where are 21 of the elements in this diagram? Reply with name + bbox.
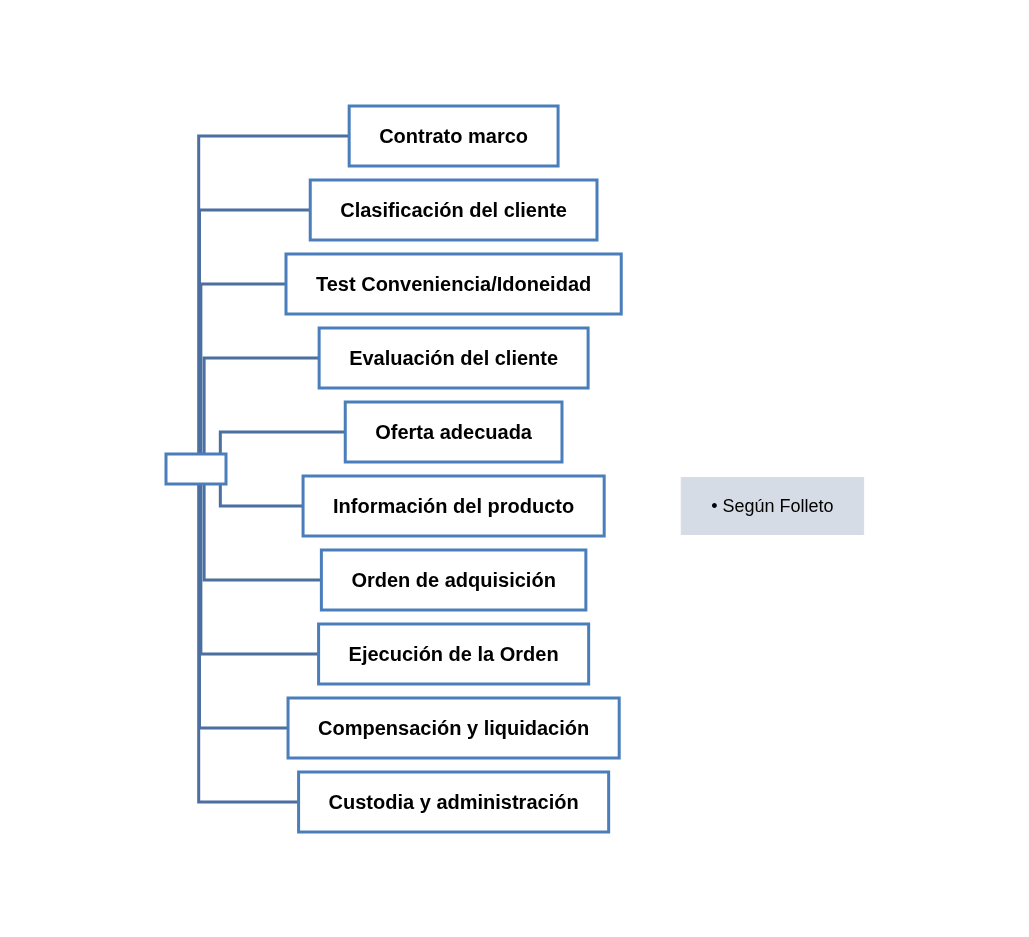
node-box: Oferta adecuada — [343, 400, 564, 463]
node-box: Test Conveniencia/Idoneidad — [284, 252, 623, 315]
node-box: • Según Folleto — [680, 476, 864, 535]
node-box: Ejecución de la Orden — [316, 622, 590, 685]
connector — [218, 483, 303, 507]
node-box — [164, 452, 228, 485]
connector — [218, 430, 345, 454]
node-box: Clasificación del cliente — [308, 178, 599, 241]
connector — [199, 483, 319, 655]
connector — [196, 134, 349, 454]
node-box: Custodia y administración — [296, 770, 610, 833]
node-box: Evaluación del cliente — [317, 326, 590, 389]
connector — [202, 483, 322, 581]
node-box: Compensación y liquidación — [286, 696, 621, 759]
connector — [202, 356, 319, 454]
node-box: Información del producto — [301, 474, 606, 537]
connector — [196, 483, 299, 803]
node-box: Orden de adquisición — [319, 548, 588, 611]
node-box: Contrato marco — [347, 104, 560, 167]
connector — [197, 208, 310, 454]
connector — [199, 282, 286, 454]
